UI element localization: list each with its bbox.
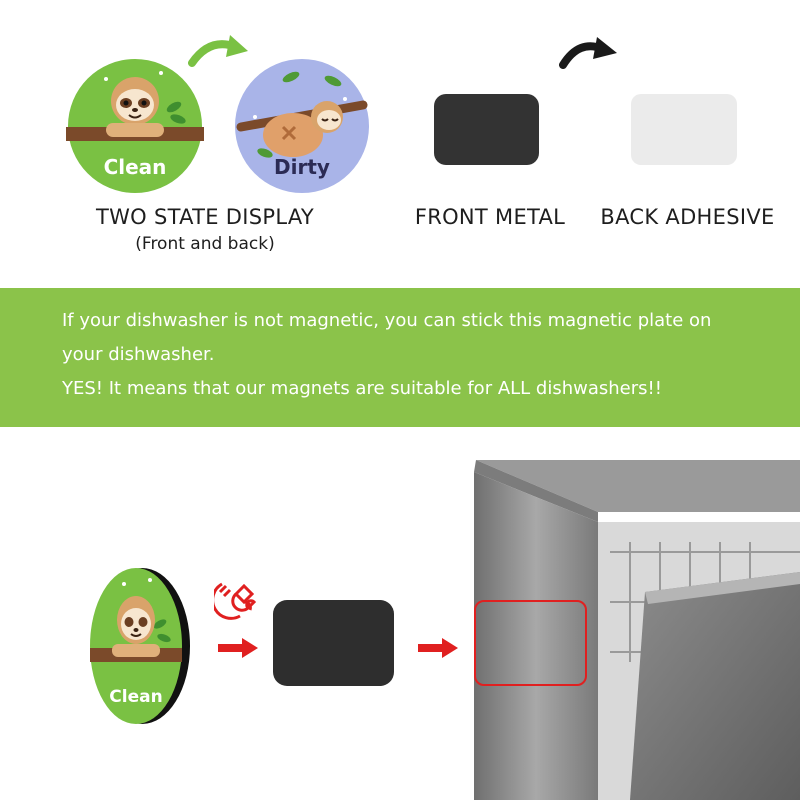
clean-magnet-front: Clean bbox=[66, 59, 204, 193]
front-metal-plate bbox=[434, 94, 539, 165]
dirty-magnet-back: Dirty bbox=[235, 59, 369, 193]
right-arrow-icon bbox=[218, 638, 258, 658]
dirty-magnet-label: Dirty bbox=[274, 155, 330, 179]
clean-magnet-side: Clean bbox=[90, 568, 190, 724]
banner-line-1: If your dishwasher is not magnetic, you … bbox=[62, 310, 712, 331]
front-metal-caption: FRONT METAL bbox=[414, 205, 566, 229]
back-adhesive-caption: BACK ADHESIVE bbox=[600, 205, 775, 229]
right-arrow-icon bbox=[418, 638, 458, 658]
magnet-icon bbox=[214, 582, 257, 620]
banner-line-3: YES! It means that our magnets are suita… bbox=[62, 378, 662, 399]
back-adhesive-plate bbox=[631, 94, 737, 165]
clean-magnet-side-label: Clean bbox=[109, 687, 162, 707]
info-banner: If your dishwasher is not magnetic, you … bbox=[0, 288, 800, 427]
banner-line-2: your dishwasher. bbox=[62, 344, 215, 365]
curved-arrow-icon bbox=[188, 35, 248, 67]
plate-placement-highlight bbox=[474, 600, 587, 686]
metal-plate-bottom bbox=[273, 600, 394, 686]
clean-magnet-label: Clean bbox=[104, 155, 167, 179]
two-state-subcaption: (Front and back) bbox=[135, 234, 275, 254]
two-state-caption: TWO STATE DISPLAY bbox=[95, 205, 315, 229]
dishwasher-image bbox=[474, 460, 800, 800]
curved-arrow-icon bbox=[559, 37, 617, 69]
